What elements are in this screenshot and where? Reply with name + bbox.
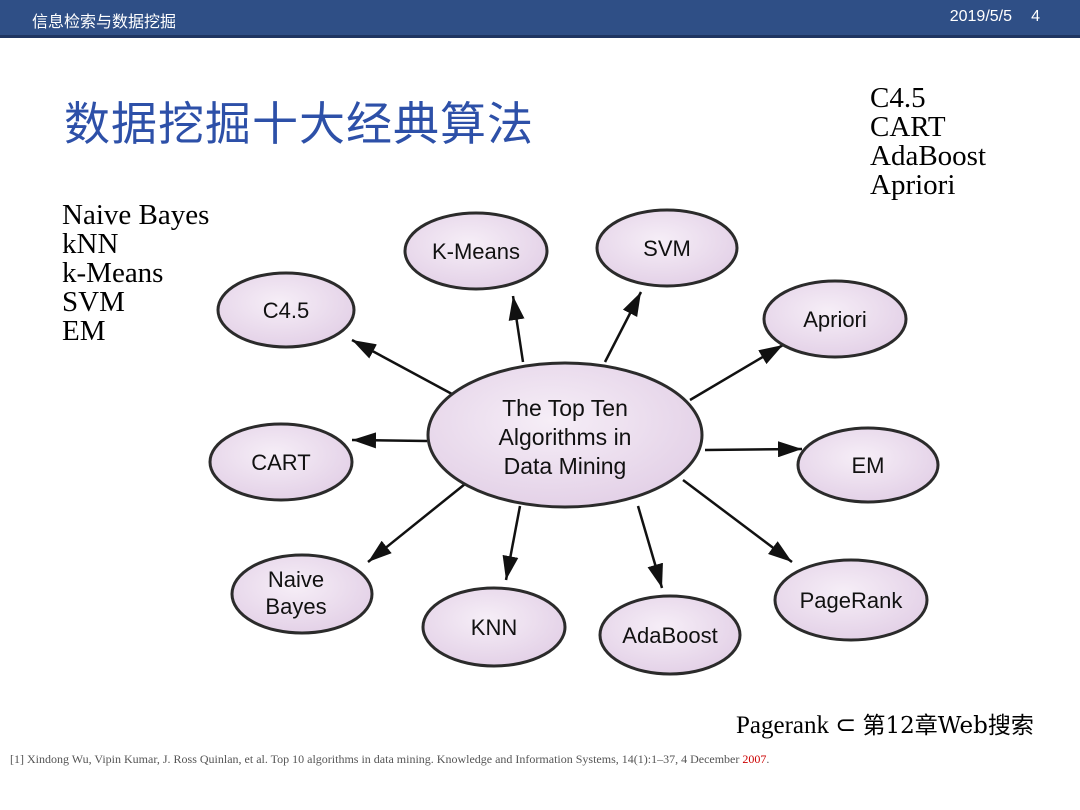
pagerank-note: Pagerank ⊂ 第12章Web搜索 [736,706,1034,740]
left-list-item: SVM [62,286,125,318]
node-apriori [762,279,908,359]
left-list-item: EM [62,315,106,347]
left-list-item: Naive Bayes [62,199,210,231]
reference-text: [1] Xindong Wu, Vipin Kumar, J. Ross Qui… [10,752,743,766]
left-algorithm-list: Naive Bayes kNN k-Means SVM EM [62,201,209,346]
label-center-line2: Algorithms in [499,424,632,450]
node-em [796,426,940,504]
node-center [426,361,704,509]
arrow-to-apriori [689,343,784,402]
label-svm: SVM [643,236,691,261]
arrow-to-svm [603,291,643,363]
label-cart: CART [251,450,311,475]
course-title: 信息检索与数据挖掘 [32,12,177,31]
right-list-item: CART [870,111,946,143]
note-chapter: 第12章Web搜索 [862,713,1034,739]
slide-header-bar: 信息检索与数据挖掘 2019/5/5 4 [0,0,1080,38]
slide-title: 数据挖掘十大经典算法 [64,97,534,151]
right-list-item: C4.5 [870,82,926,114]
note-prefix: Pagerank ⊂ [736,712,863,739]
page-number: 4 [1031,8,1040,25]
reference-citation: [1] Xindong Wu, Vipin Kumar, J. Ross Qui… [10,752,769,767]
arrow-to-em [704,441,803,458]
left-list-item: k-Means [62,257,164,289]
node-naive-bayes [230,553,374,635]
arrow-to-cart [351,432,428,449]
label-apriori: Apriori [803,307,867,332]
reference-year: 2007 [742,752,767,766]
node-pagerank [773,558,929,642]
right-list-item: AdaBoost [870,140,986,172]
label-kmeans: K-Means [432,239,520,264]
slide-date: 2019/5/5 [949,8,1012,25]
node-kmeans [403,211,549,291]
arrow-to-kmeans [508,295,525,363]
label-c45: C4.5 [263,298,309,323]
label-em: EM [852,453,885,478]
label-adaboost: AdaBoost [622,623,717,648]
label-center-line3: Data Mining [504,453,627,479]
arrow-to-knn [502,505,522,581]
node-adaboost [598,594,742,676]
label-knn: KNN [471,615,517,640]
label-pagerank: PageRank [800,588,904,613]
arrow-to-c45 [351,338,453,396]
arrow-to-naive [367,483,466,563]
node-knn [421,586,567,668]
label-center-line1: The Top Ten [502,395,628,421]
node-svm [595,208,739,288]
diagram-svg: C4.5 K-Means SVM Apriori CART EM Naive B… [208,208,940,676]
top-ten-algorithms-diagram: C4.5 K-Means SVM Apriori CART EM Naive B… [180,190,960,690]
reference-end: . [766,752,770,766]
left-list-item: kNN [62,228,119,260]
right-algorithm-list: C4.5 CART AdaBoost Apriori [870,84,986,200]
label-bayes: Bayes [265,594,326,619]
arrow-to-adaboost [636,505,664,589]
right-list-item: Apriori [870,169,956,201]
node-c45 [216,271,356,349]
node-cart [208,422,354,502]
label-naive: Naive [268,567,324,592]
arrow-to-pagerank [682,479,793,563]
